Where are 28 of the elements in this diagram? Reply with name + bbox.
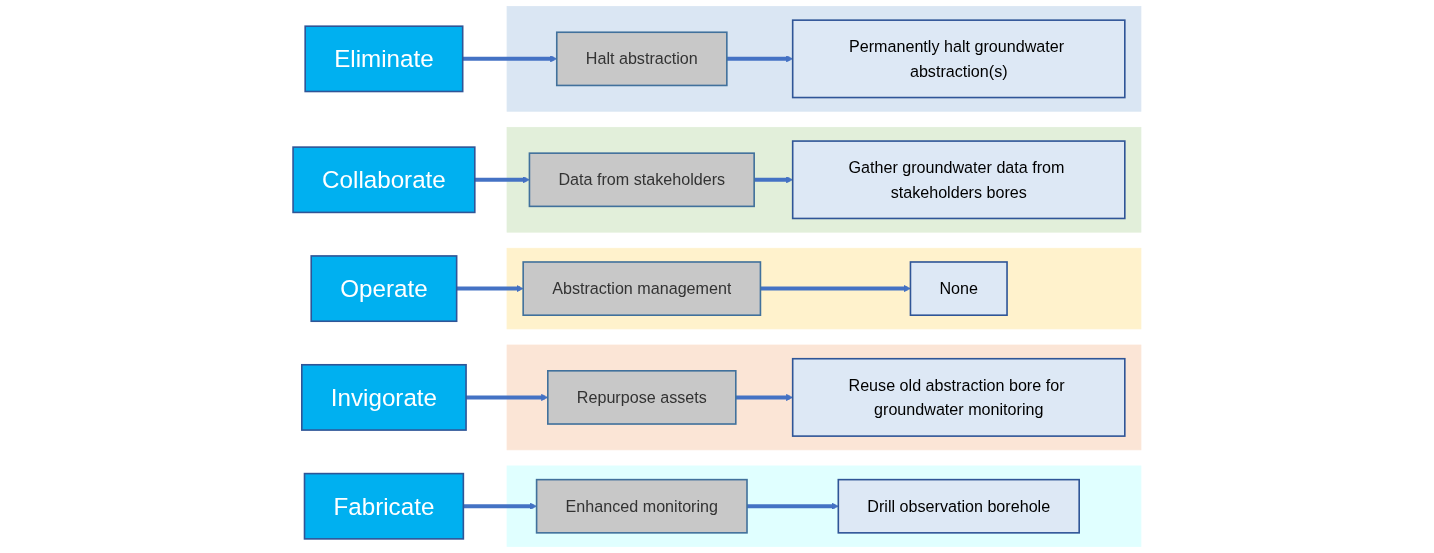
node-box: Eliminate [304,25,464,93]
cluster [506,6,1142,112]
arrow [747,502,839,510]
arrow [760,285,911,293]
node-box: Permanently halt groundwater abstraction(s) [791,19,1126,99]
arrow [463,502,537,510]
node-box: Collaborate [292,146,476,214]
cluster [506,247,1142,330]
node-box: Drill observation borehole [837,478,1080,534]
node-box: Invigorate [301,363,467,431]
node-box: Data from stakeholders [528,152,755,208]
node-box: Halt abstraction [555,31,728,87]
arrow [726,55,793,63]
arrow [456,285,524,293]
node-box: Reuse old abstraction bore for groundwater monitoring [791,357,1126,437]
arrow [754,176,793,184]
cluster [506,126,1142,233]
node-box: Fabricate [303,472,465,540]
arrow [735,393,793,401]
node-box: Repurpose assets [547,370,737,425]
node-box: Operate [310,255,458,323]
cluster [506,344,1142,451]
node-box: Enhanced monitoring [535,478,748,534]
arrow [474,176,530,184]
node-box: None [909,261,1008,316]
node-box: Abstraction management [522,261,762,316]
cluster [506,465,1142,547]
node-box: Gather groundwater data from stakeholders bores [791,140,1126,220]
